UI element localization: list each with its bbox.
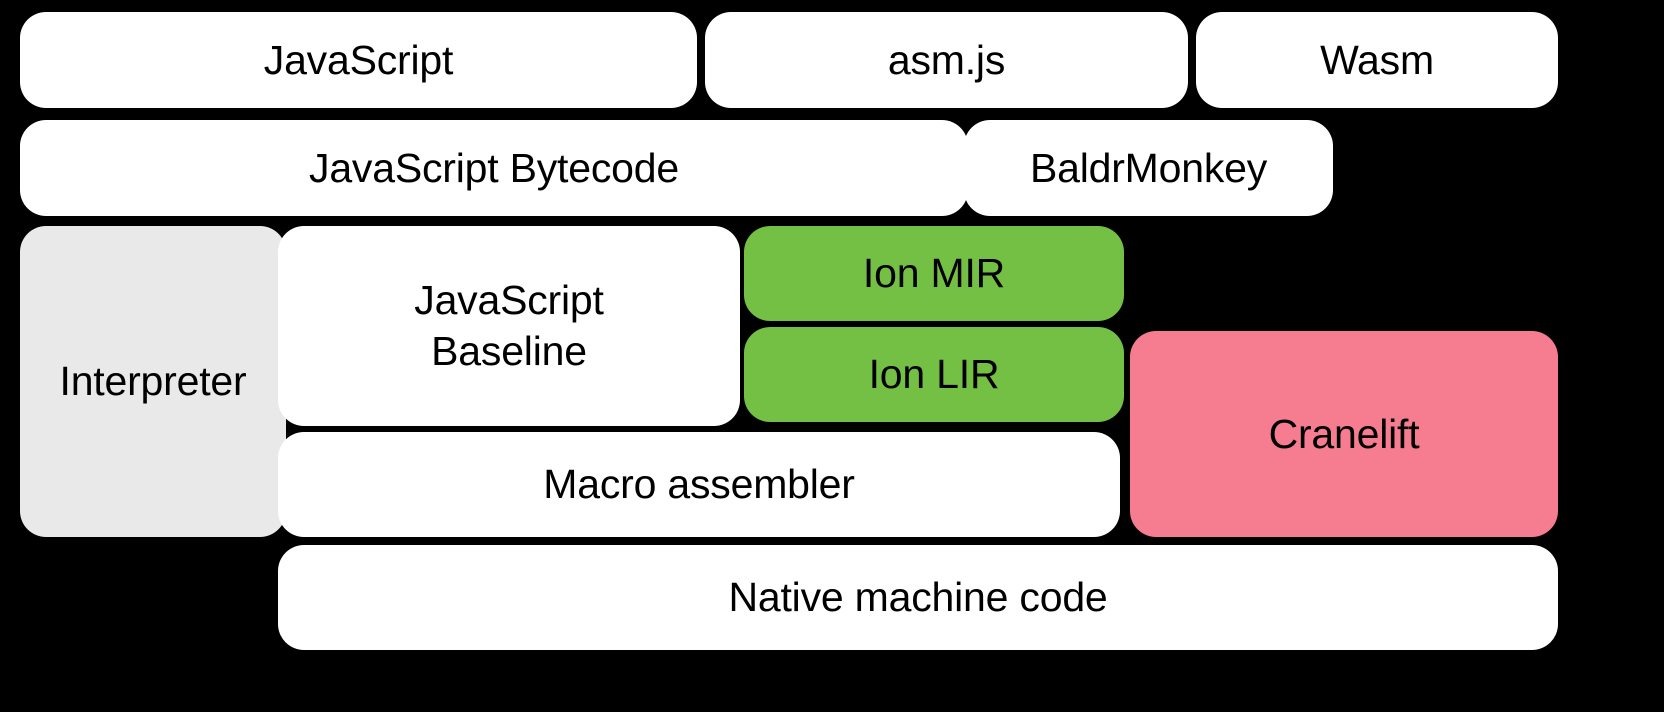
node-cranelift: Cranelift — [1130, 331, 1558, 537]
node-javascript: JavaScript — [20, 12, 697, 108]
node-ion-lir: Ion LIR — [744, 327, 1124, 422]
node-javascript-bytecode: JavaScript Bytecode — [20, 120, 968, 216]
node-macro-assembler: Macro assembler — [278, 432, 1120, 537]
node-baldrmonkey: BaldrMonkey — [964, 120, 1333, 216]
node-interpreter: Interpreter — [20, 226, 286, 537]
node-asmjs: asm.js — [705, 12, 1188, 108]
node-ion-mir: Ion MIR — [744, 226, 1124, 321]
node-javascript-baseline: JavaScript Baseline — [278, 226, 740, 426]
node-native-machine-code: Native machine code — [278, 545, 1558, 650]
node-wasm: Wasm — [1196, 12, 1558, 108]
